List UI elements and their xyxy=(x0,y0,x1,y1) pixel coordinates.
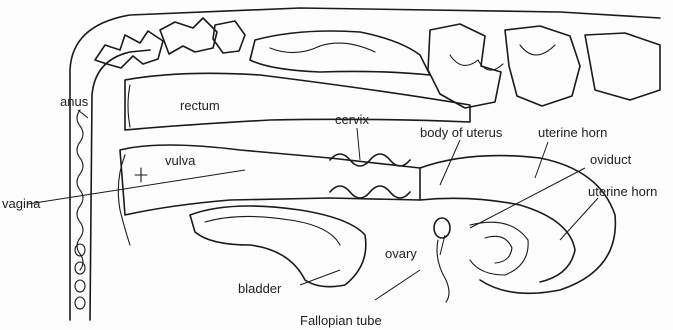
label-body-of-uterus: body of uterus xyxy=(420,125,503,140)
label-vagina: vagina xyxy=(2,196,41,211)
bladder-organ xyxy=(190,206,366,287)
label-anus: anus xyxy=(60,94,89,109)
label-bladder: bladder xyxy=(238,281,282,296)
label-cervix: cervix xyxy=(335,112,369,127)
label-vulva: vulva xyxy=(165,153,196,168)
label-fallopian-tube: Fallopian tube xyxy=(300,313,382,328)
label-uterine-horn-top: uterine horn xyxy=(538,125,607,140)
rectum-organ xyxy=(125,73,470,130)
label-ovary: ovary xyxy=(385,246,417,261)
label-oviduct: oviduct xyxy=(590,152,632,167)
label-rectum: rectum xyxy=(180,98,220,113)
label-uterine-horn-right: uterine horn xyxy=(588,184,657,199)
ovary-organ xyxy=(434,218,450,302)
vagina-organ xyxy=(118,145,420,245)
cervix-organ xyxy=(330,154,410,198)
vertebrae xyxy=(75,110,85,309)
intestines xyxy=(95,18,660,108)
